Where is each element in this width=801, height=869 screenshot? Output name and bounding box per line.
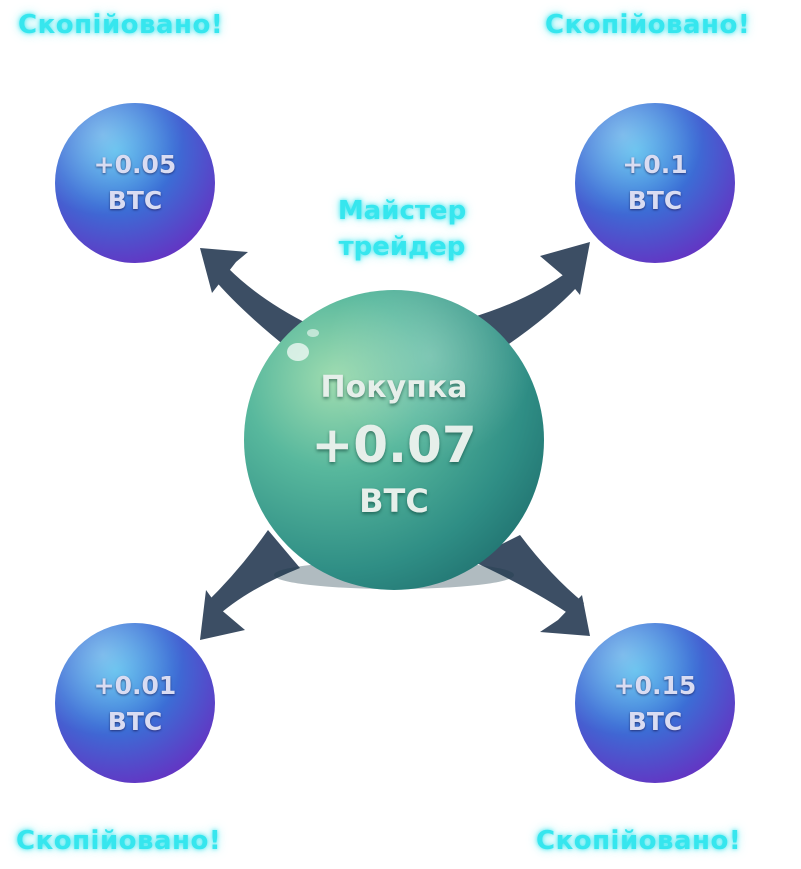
follower-amount: +0.1 (622, 150, 688, 179)
arrow-top-right (470, 242, 590, 350)
arrow-bottom-right (470, 535, 590, 636)
buy-label: Покупка (320, 370, 468, 405)
follower-sphere-top-left (55, 103, 215, 263)
follower-value-bottom-right: +0.15 BTC (575, 668, 735, 740)
master-trader-label: Майстер трейдер (318, 193, 486, 265)
follower-amount: +0.01 (93, 671, 177, 700)
follower-sphere-bottom-right (575, 623, 735, 783)
follower-unit: BTC (107, 707, 163, 736)
follower-unit: BTC (627, 186, 683, 215)
master-trade-value: Покупка +0.07 BTC (244, 364, 544, 524)
follower-amount: +0.05 (93, 150, 177, 179)
copied-label-top-left: Скопійовано! (18, 10, 224, 40)
follower-unit: BTC (107, 186, 163, 215)
master-trader-line2: трейдер (338, 232, 466, 262)
follower-value-bottom-left: +0.01 BTC (55, 668, 215, 740)
copied-label-bottom-left: Скопійовано! (16, 826, 222, 856)
arrow-bottom-left (200, 530, 300, 640)
follower-value-top-right: +0.1 BTC (575, 147, 735, 219)
follower-unit: BTC (627, 707, 683, 736)
follower-amount: +0.15 (613, 671, 697, 700)
copied-label-top-right: Скопійовано! (545, 10, 751, 40)
arrow-top-left (200, 248, 310, 350)
master-trader-line1: Майстер (337, 196, 467, 226)
buy-unit: BTC (359, 482, 429, 520)
follower-sphere-bottom-left (55, 623, 215, 783)
copied-label-bottom-right: Скопійовано! (536, 826, 742, 856)
master-sphere (244, 290, 544, 590)
follower-value-top-left: +0.05 BTC (55, 147, 215, 219)
buy-amount: +0.07 (311, 416, 477, 474)
follower-sphere-top-right (575, 103, 735, 263)
